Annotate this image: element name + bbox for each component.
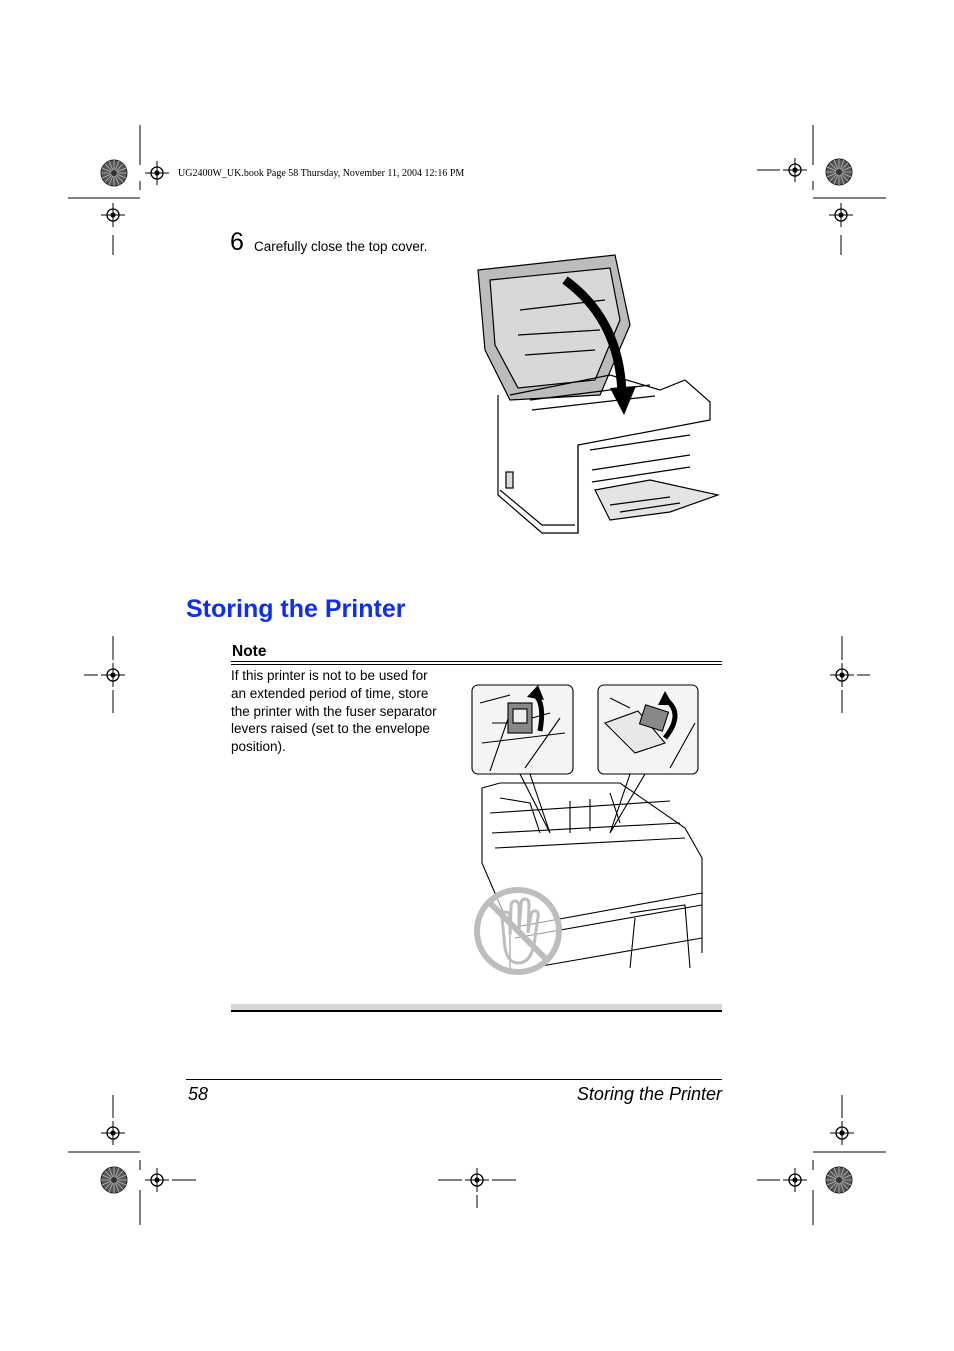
no-touch-icon [474, 887, 562, 975]
section-title: Storing the Printer [186, 595, 406, 623]
footer-rule [186, 1079, 722, 1080]
note-rule [231, 664, 722, 665]
running-footer-title: Storing the Printer [576, 1084, 722, 1104]
step-number: 6 [230, 228, 244, 256]
page-number: 58 [188, 1084, 209, 1104]
step-instruction: Carefully close the top cover. [254, 239, 428, 254]
file-slug: UG2400W_UK.book Page 58 Thursday, Novemb… [178, 168, 465, 179]
note-label: Note [232, 643, 267, 660]
note-text: If this printer is not to be used for an… [231, 668, 437, 755]
note-end-rule [231, 1010, 722, 1012]
printer-open-cover-illustration [477, 254, 720, 534]
note-end-bar [231, 1004, 722, 1010]
note-rule [231, 661, 722, 662]
fuser-levers-illustration [471, 684, 703, 975]
